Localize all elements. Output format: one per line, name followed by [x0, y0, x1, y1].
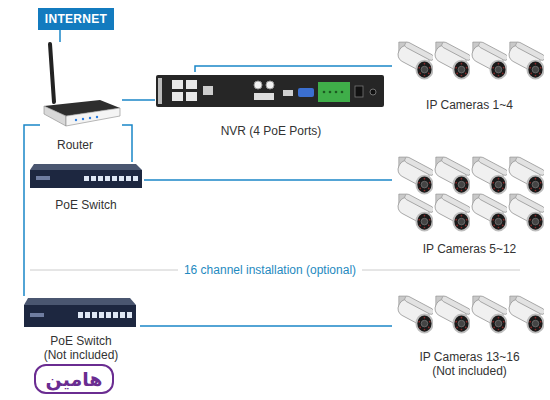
nvr-node: NVR (4 PoE Ports)	[155, 72, 387, 140]
network-cable	[122, 99, 155, 101]
nvr-device	[156, 75, 384, 107]
box-title: INTERNET	[38, 8, 114, 30]
camera-group: IP Cameras 1~4	[392, 40, 547, 114]
camera-group: IP Cameras 13~16 (Not included)	[392, 292, 547, 380]
device-label: IP Cameras 13~16 (Not included)	[417, 350, 522, 378]
poe-switch-icon	[30, 164, 142, 188]
watermark: هامین	[34, 364, 115, 394]
switch-node: PoE Switch (Not included)	[22, 296, 140, 364]
device-label: IP Cameras 1~4	[392, 98, 547, 112]
device-label: Router	[50, 138, 100, 152]
switch-node: PoE Switch	[28, 162, 144, 216]
camera-group: IP Cameras 5~12	[392, 152, 547, 258]
section-label: 16 channel installation (optional)	[178, 263, 362, 277]
device-label: PoE Switch (Not included)	[39, 334, 123, 362]
network-cable	[59, 30, 61, 42]
device-label: IP Cameras 5~12	[392, 242, 547, 256]
device-label: NVR (4 PoE Ports)	[155, 124, 387, 138]
router-node: Router	[40, 42, 122, 156]
network-cable	[140, 325, 392, 327]
network-cable	[24, 125, 40, 296]
poe-switch-icon	[24, 298, 136, 327]
device-label: PoE Switch	[28, 198, 144, 212]
camera-icons	[395, 40, 546, 332]
network-cable	[122, 125, 132, 162]
internet-box: INTERNET	[38, 8, 114, 30]
router-icon	[44, 44, 120, 126]
network-cable	[195, 66, 392, 72]
network-cable	[144, 179, 392, 181]
